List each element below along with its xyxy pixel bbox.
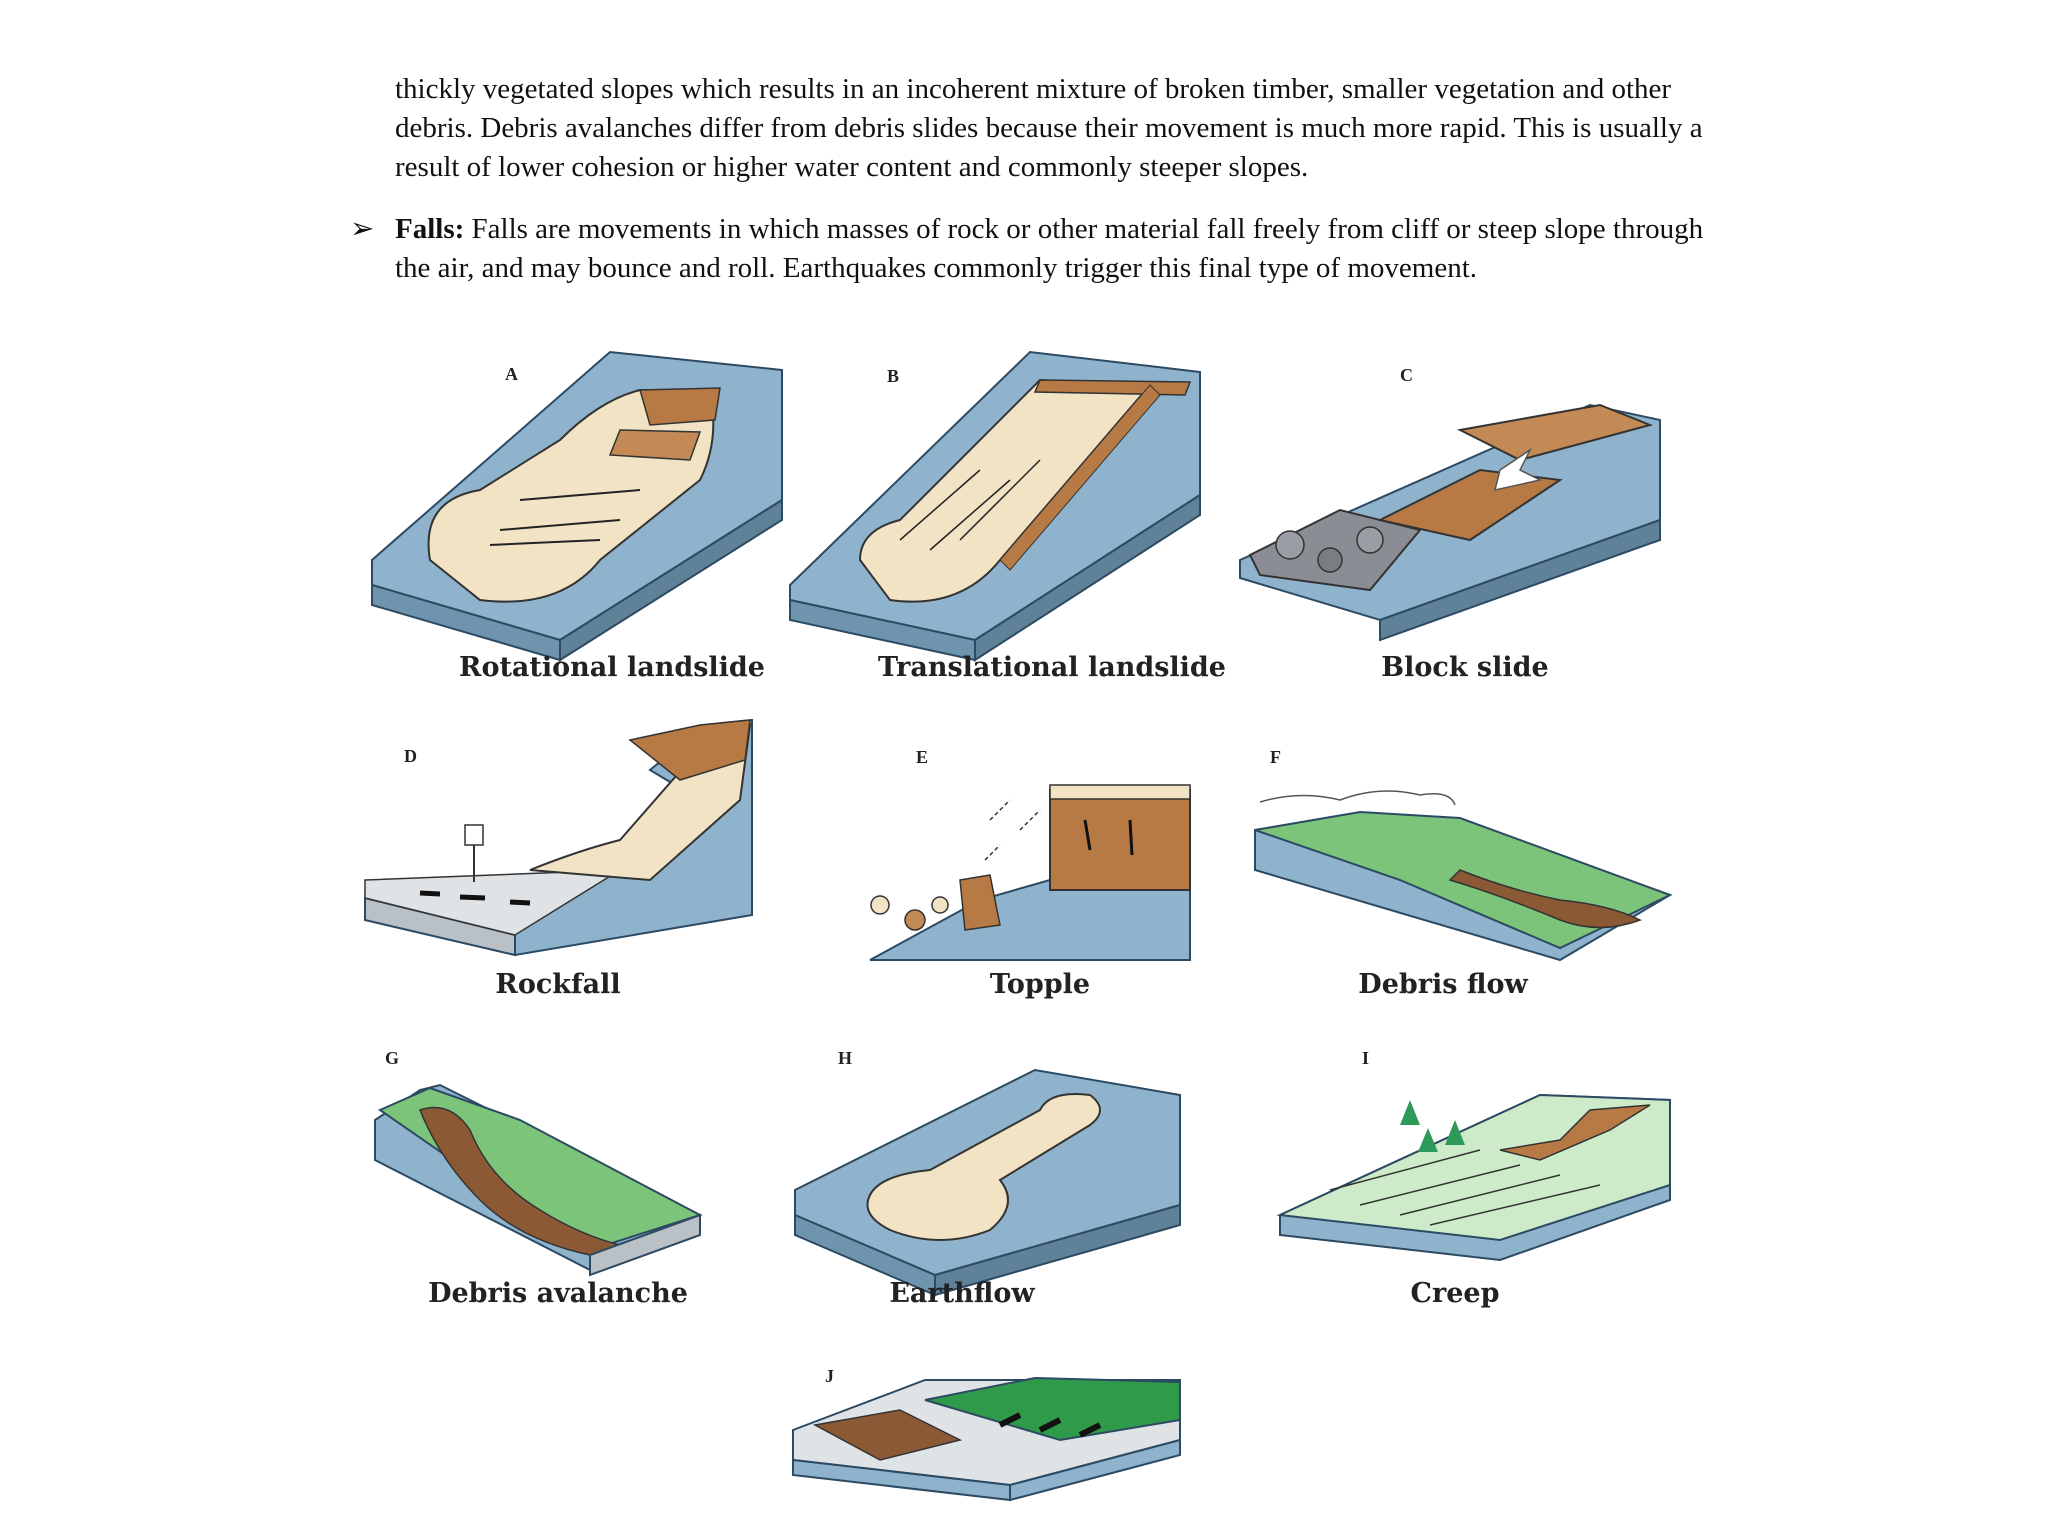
panel-d-caption: Rockfall xyxy=(495,969,620,1000)
panel-d-cliff-face xyxy=(628,719,751,781)
panel-j-debris xyxy=(812,1409,963,1461)
panel-c-motion-arrow-icon xyxy=(1493,447,1543,491)
panel-i-creep: I Creep xyxy=(1276,1048,1671,1309)
panel-g-debris-avalanche: G Debris avalanche xyxy=(374,1048,703,1309)
panel-c-boulder xyxy=(1275,530,1305,560)
panel-h-earthflow: H Earthflow xyxy=(794,1048,1181,1309)
panel-i-fence-scarp xyxy=(1499,1104,1651,1161)
panel-a-side xyxy=(559,498,783,662)
panel-g-road xyxy=(589,1213,701,1277)
panel-b-translational-landslide: B Translational landslide xyxy=(789,350,1226,683)
paragraph-text: thickly vegetated slopes which results i… xyxy=(395,73,1703,183)
panel-i-caption: Creep xyxy=(1411,1278,1500,1309)
panel-a-caption: Rotational landslide xyxy=(459,652,765,683)
panel-a-letter: A xyxy=(505,364,518,384)
panel-e-fallen-rock xyxy=(870,895,890,915)
panel-b-side xyxy=(974,493,1201,662)
panel-e-topple: E Topple xyxy=(869,747,1191,1000)
panel-f-caption: Debris flow xyxy=(1358,969,1528,1000)
panel-a-scarp xyxy=(639,387,721,426)
panel-c-sliding-block xyxy=(1377,468,1563,542)
panel-e-cap-layer xyxy=(1049,784,1191,800)
panel-c-upper-block xyxy=(1456,403,1654,462)
panel-h-side xyxy=(934,1203,1181,1297)
panel-c-side xyxy=(1379,518,1661,642)
panel-i-tree-icon xyxy=(1418,1128,1438,1152)
panel-i-tree-icon xyxy=(1400,1100,1420,1125)
panel-g-debris-path xyxy=(419,1106,623,1256)
panel-j-firm-clay xyxy=(924,1376,1181,1442)
panel-e-joints xyxy=(1083,819,1134,856)
panel-j-letter: J xyxy=(825,1366,834,1386)
panel-e-fallen-rock xyxy=(904,909,926,931)
panel-c-boulder xyxy=(1317,547,1343,573)
panel-e-cliff xyxy=(1049,789,1191,891)
falls-description: Falls are movements in which masses of r… xyxy=(395,213,1704,284)
panel-j-side-layer xyxy=(1009,1438,1181,1502)
panel-e-caption: Topple xyxy=(990,969,1090,1000)
body-paragraph: thickly vegetated slopes which results i… xyxy=(395,70,1735,187)
panel-c-block-slide: C Block slide xyxy=(1239,365,1661,683)
panel-h-flow-mass xyxy=(866,1093,1101,1241)
panel-a-rotational-landslide: A Rotational landslide xyxy=(371,350,783,683)
panel-j-lateral-spread: J xyxy=(792,1366,1181,1502)
panel-d-rockfall: D Rockfall xyxy=(364,718,753,1000)
panel-i-soil-ripples xyxy=(1329,1149,1601,1226)
panel-f-letter: F xyxy=(1270,747,1281,767)
panel-d-letter: D xyxy=(404,746,417,766)
panel-e-toppling-block xyxy=(959,874,1001,931)
panel-b-letter: B xyxy=(887,366,899,386)
panel-g-letter: G xyxy=(385,1048,399,1068)
panel-i-letter: I xyxy=(1362,1048,1369,1068)
panel-c-caption: Block slide xyxy=(1381,652,1548,683)
falls-bullet: ➢ Falls: Falls are movements in which ma… xyxy=(350,210,1740,288)
panel-c-boulder xyxy=(1356,526,1384,554)
panel-b-caption: Translational landslide xyxy=(878,652,1226,683)
panel-b-scarp xyxy=(1033,379,1192,396)
panel-g-caption: Debris avalanche xyxy=(428,1278,688,1309)
panel-h-caption: Earthflow xyxy=(889,1278,1035,1309)
panel-a-block xyxy=(608,429,702,461)
panel-d-road-sign-icon xyxy=(464,824,484,846)
panel-d-road-surface xyxy=(364,869,623,936)
panel-d-road-markings xyxy=(419,890,531,906)
panel-a-cracks xyxy=(489,489,641,546)
panel-h-letter: H xyxy=(838,1048,852,1068)
panel-f-debris-flow: F Debris flow xyxy=(1254,747,1673,1000)
panel-j-fissures xyxy=(998,1412,1102,1438)
panel-b-shear-zone xyxy=(999,384,1161,571)
arrow-bullet-icon: ➢ xyxy=(350,213,375,245)
panel-e-motion-lines xyxy=(984,799,1041,861)
panel-e-letter: E xyxy=(916,747,928,767)
panel-e-fallen-rock xyxy=(931,896,949,914)
falls-term: Falls: xyxy=(395,213,465,245)
falls-bullet-text: Falls: Falls are movements in which mass… xyxy=(395,210,1740,288)
panel-b-cracks xyxy=(899,459,1041,551)
panel-f-debris-channel xyxy=(1448,869,1642,929)
panel-c-letter: C xyxy=(1400,365,1413,385)
panel-f-cloud-icon xyxy=(1259,790,1456,806)
panel-i-tree-icon xyxy=(1445,1120,1465,1145)
